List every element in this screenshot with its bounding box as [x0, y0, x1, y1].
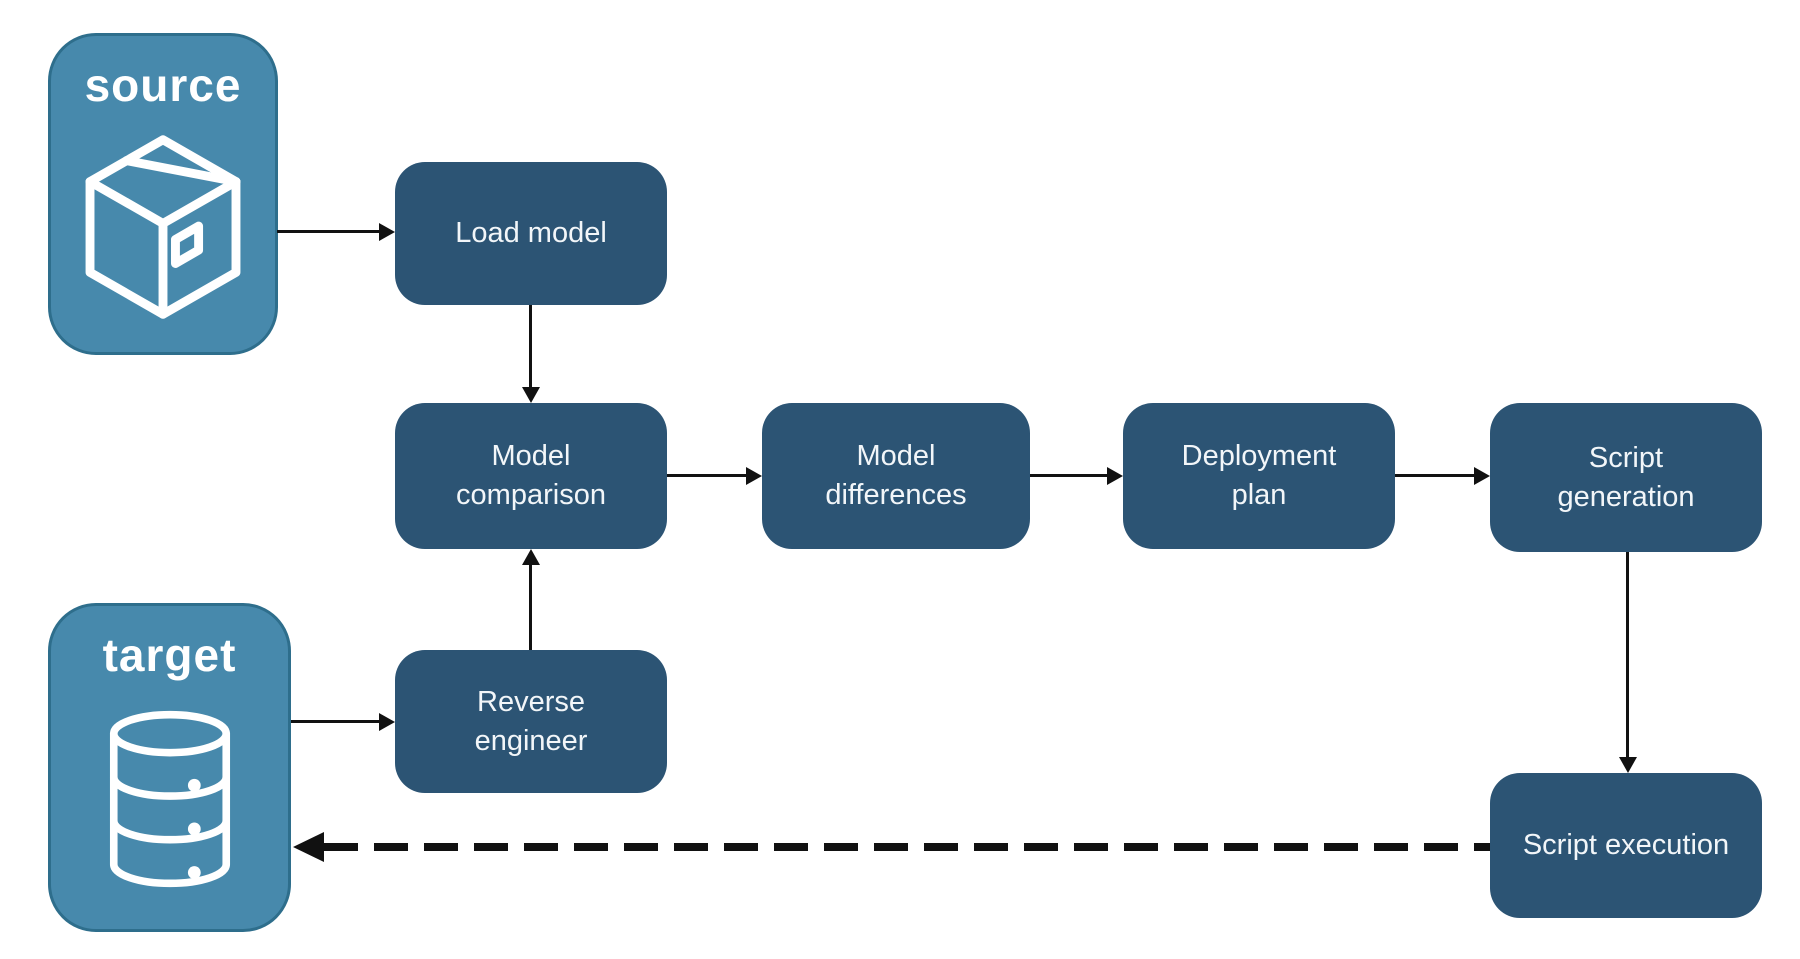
- arrow-reverse-engineer-to-model-comparison: [529, 564, 532, 650]
- arrow-script-generation-to-script-execution: [1626, 552, 1629, 758]
- arrow-target-to-reverse-engineer: [291, 720, 380, 723]
- arrow-model-comparison-to-model-differences: [667, 474, 747, 477]
- source-node: source: [48, 33, 278, 355]
- dashed-arrow-script-execution-to-target: [324, 843, 1490, 851]
- arrow-model-differences-to-deployment-plan: [1030, 474, 1108, 477]
- source-label: source: [84, 59, 242, 111]
- arrow-deployment-plan-to-script-generation: [1395, 474, 1475, 477]
- target-node: target: [48, 603, 291, 932]
- node-label: Load model: [455, 217, 607, 250]
- target-label: target: [102, 629, 237, 681]
- node-script-generation: Script generation: [1490, 403, 1762, 552]
- database-icon: [51, 682, 288, 929]
- package-icon: [51, 112, 275, 352]
- node-label: Deployment plan: [1181, 440, 1337, 511]
- node-model-comparison: Model comparison: [395, 403, 667, 549]
- arrow-source-to-load-model: [277, 230, 380, 233]
- node-label: Model comparison: [456, 440, 606, 511]
- node-model-differences: Model differences: [762, 403, 1030, 549]
- node-deployment-plan: Deployment plan: [1123, 403, 1395, 549]
- node-label: Script execution: [1522, 829, 1730, 862]
- node-script-execution: Script execution: [1490, 773, 1762, 918]
- node-reverse-engineer: Reverse engineer: [395, 650, 667, 793]
- node-label: Reverse engineer: [474, 685, 588, 757]
- node-label: Model differences: [825, 440, 967, 511]
- arrow-load-model-to-model-comparison: [529, 305, 532, 388]
- node-label: Script generation: [1557, 441, 1695, 513]
- node-load-model: Load model: [395, 162, 667, 305]
